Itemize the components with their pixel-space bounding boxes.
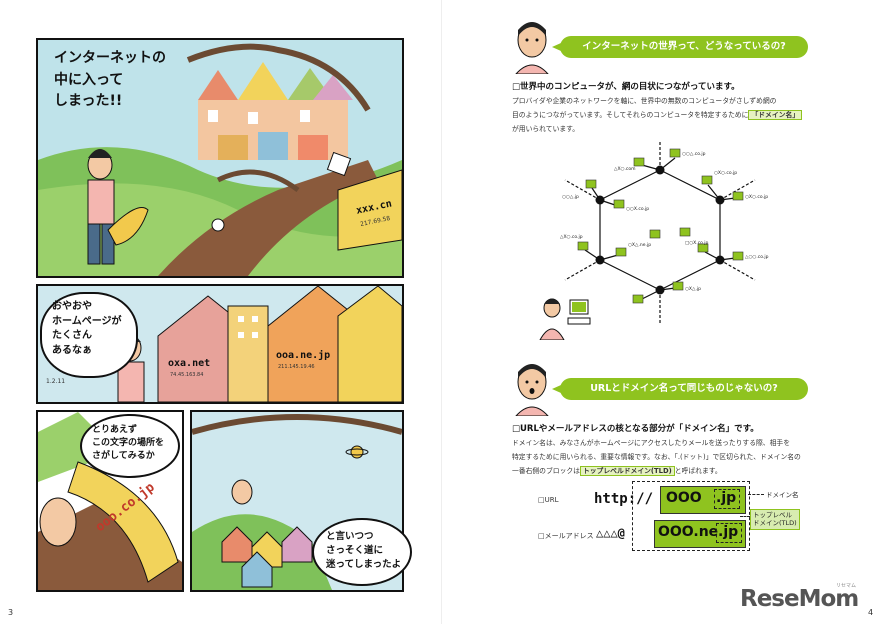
section-2-body-line-2: 特定するために用いられる、重要な情報です。なお、「.(ドット)」で区切られた、ド… bbox=[512, 453, 801, 461]
domain-tag: ドメイン名 bbox=[766, 491, 799, 499]
domain-name-highlight: 「ドメイン名」 bbox=[748, 110, 803, 120]
net-label-1: ○○△.co.jp bbox=[682, 151, 706, 157]
net-label-10: ○○△.jp bbox=[562, 194, 579, 200]
panel-2-speech-bubble: おやおや ホームページが たくさん あるなぁ bbox=[40, 292, 138, 378]
domain-leader bbox=[748, 494, 764, 495]
net-label-2: △X○.com bbox=[614, 166, 636, 172]
mail-domain: OOO.ne bbox=[658, 524, 719, 540]
net-label-8: △X○.co.jp bbox=[560, 234, 583, 240]
section-1-header: インターネットの世界って、どうなっているの? bbox=[512, 18, 810, 76]
tld-highlight: トップレベルドメイン(TLD) bbox=[579, 466, 675, 476]
net-label-7: ○X△.jp bbox=[685, 286, 701, 292]
manga-panel-1: xxx.cn 217.69.58 bbox=[36, 38, 404, 278]
tld-leader bbox=[740, 516, 750, 517]
mail-tld-outline bbox=[716, 523, 742, 543]
right-page-number: 4 bbox=[868, 608, 874, 617]
net-label-11: ○○X.co.jp bbox=[626, 206, 649, 212]
manga-panel-4 bbox=[190, 410, 404, 592]
house-1-ip: 74.45.163.84 bbox=[170, 372, 204, 378]
panel-4-artwork bbox=[192, 412, 402, 590]
section-2-body-line-3: 一番右側のブロックはトップレベルドメイン(TLD)と呼ばれます。 bbox=[512, 466, 722, 476]
network-diagram: ○○△.co.jp △X○.com ○X○.co.jp ○X○.co.jp △○… bbox=[539, 140, 769, 340]
section-2-subtitle: □URLやメールアドレスの核となる部分が「ドメイン名」です。 bbox=[512, 424, 759, 434]
small-text: 1.2.11 bbox=[46, 378, 66, 385]
panel-3-speech-bubble: とりあえず この文字の場所を さがしてみるか bbox=[80, 414, 180, 478]
net-label-5: △○○.co.jp bbox=[745, 254, 769, 260]
left-page-number: 3 bbox=[8, 608, 14, 617]
url-domain-figure: □URL http:// OOO .jp □メールアドレス △△△@ OOO.n… bbox=[538, 480, 838, 570]
net-label-6: □○X.co.jp bbox=[685, 240, 709, 246]
net-label-3: ○X○.co.jp bbox=[714, 170, 737, 176]
section-1-subtitle: □世界中のコンピュータが、網の目状につながっています。 bbox=[512, 82, 740, 92]
resemom-logo-sub: リセマム bbox=[836, 583, 857, 589]
section-1-title: インターネットの世界って、どうなっているの? bbox=[552, 36, 808, 58]
net-label-4: ○X○.co.jp bbox=[745, 194, 768, 200]
section-1-body-line-2: 目のようにつながっています。そしてそれらのコンピュータを特定するために「ドメイン… bbox=[512, 109, 803, 120]
boy-thinking-icon bbox=[515, 22, 549, 74]
mail-prefix: △△△@ bbox=[596, 526, 625, 540]
mail-domain-box bbox=[654, 520, 746, 548]
panel-1-caption: インターネットの 中に入って しまった!! bbox=[54, 50, 166, 110]
house-2-domain: ooa.ne.jp bbox=[276, 350, 331, 361]
domain-bracket bbox=[632, 481, 750, 551]
boy-surprised-icon bbox=[515, 364, 549, 416]
section-2-header: URLとドメイン名って同じものじゃないの? bbox=[512, 360, 810, 418]
page-gutter bbox=[441, 0, 442, 624]
net-label-9: ○X△.ne.jp bbox=[628, 242, 651, 248]
section-2-body-line-1: ドメイン名は、みなさんがホームページにアクセスしたりメールを送ったりする際、相手… bbox=[512, 439, 790, 447]
panel-3-artwork bbox=[38, 412, 182, 590]
url-domain-box bbox=[660, 486, 746, 514]
url-prefix: http:// bbox=[594, 491, 654, 507]
section-1-body-line-3: が用いられています。 bbox=[512, 125, 580, 133]
panel-1-artwork bbox=[38, 40, 402, 276]
mail-tld: .jp bbox=[718, 524, 739, 540]
resemom-logo: ReseMom bbox=[740, 586, 859, 612]
url-tld: .jp bbox=[716, 490, 737, 506]
url-tld-outline bbox=[714, 489, 740, 509]
section-2-title: URLとドメイン名って同じものじゃないの? bbox=[552, 378, 808, 400]
house-2-ip: 211.145.19.46 bbox=[278, 364, 315, 370]
panel-4-speech-bubble: と言いつつ さっそく道に 迷ってしまったよ bbox=[312, 518, 412, 586]
mail-label: □メールアドレス bbox=[538, 532, 594, 540]
house-1-domain: oxa.net bbox=[168, 358, 211, 369]
url-label: □URL bbox=[538, 496, 559, 504]
tld-tag: トップレベル ドメイン(TLD) bbox=[750, 509, 800, 530]
section-1-body-line-1: プロバイダや企業のネットワークを軸に、世界中の無数のコンピュータがさしずめ網の bbox=[512, 97, 777, 105]
url-domain: OOO bbox=[666, 490, 702, 506]
